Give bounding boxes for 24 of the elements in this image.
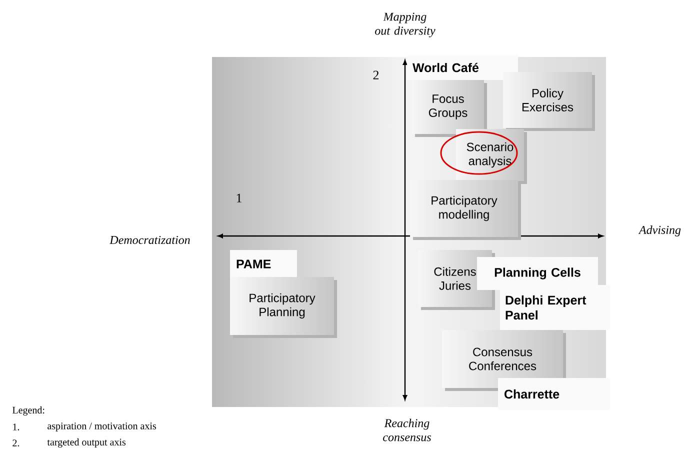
legend-title: Legend: xyxy=(12,406,44,416)
legend-number: 1. xyxy=(13,424,20,430)
node-label: World Café xyxy=(412,62,479,72)
method-box: Participatory modelling xyxy=(410,180,521,240)
method-box: Policy Exercises xyxy=(503,72,595,131)
axis-label: Advising xyxy=(638,226,681,236)
axis-label: Democratization xyxy=(110,236,190,244)
quadrant-number: 1 xyxy=(236,194,242,202)
node-label: Charrette xyxy=(504,389,560,399)
method-box: Participatory Planning xyxy=(230,277,337,338)
legend-text: aspiration / motivation axis xyxy=(48,422,156,432)
legend-text: targeted output axis xyxy=(47,438,126,448)
method-box: World Café xyxy=(407,55,518,80)
axis-label: Mapping out diversity xyxy=(375,12,436,38)
node-label: Planning Cells xyxy=(494,268,580,280)
legend-number: 2. xyxy=(12,440,20,446)
method-box: Delphi Expert Panel xyxy=(500,285,610,330)
method-box: Focus Groups xyxy=(412,80,487,137)
quadrant-number: 2 xyxy=(373,70,379,80)
method-box: Scenario analysis xyxy=(456,129,527,184)
node-label: Delphi Expert Panel xyxy=(506,295,586,320)
method-box: Charrette xyxy=(498,378,610,410)
axis-label: Reaching consensus xyxy=(383,418,431,442)
method-box: PAME xyxy=(230,250,297,278)
